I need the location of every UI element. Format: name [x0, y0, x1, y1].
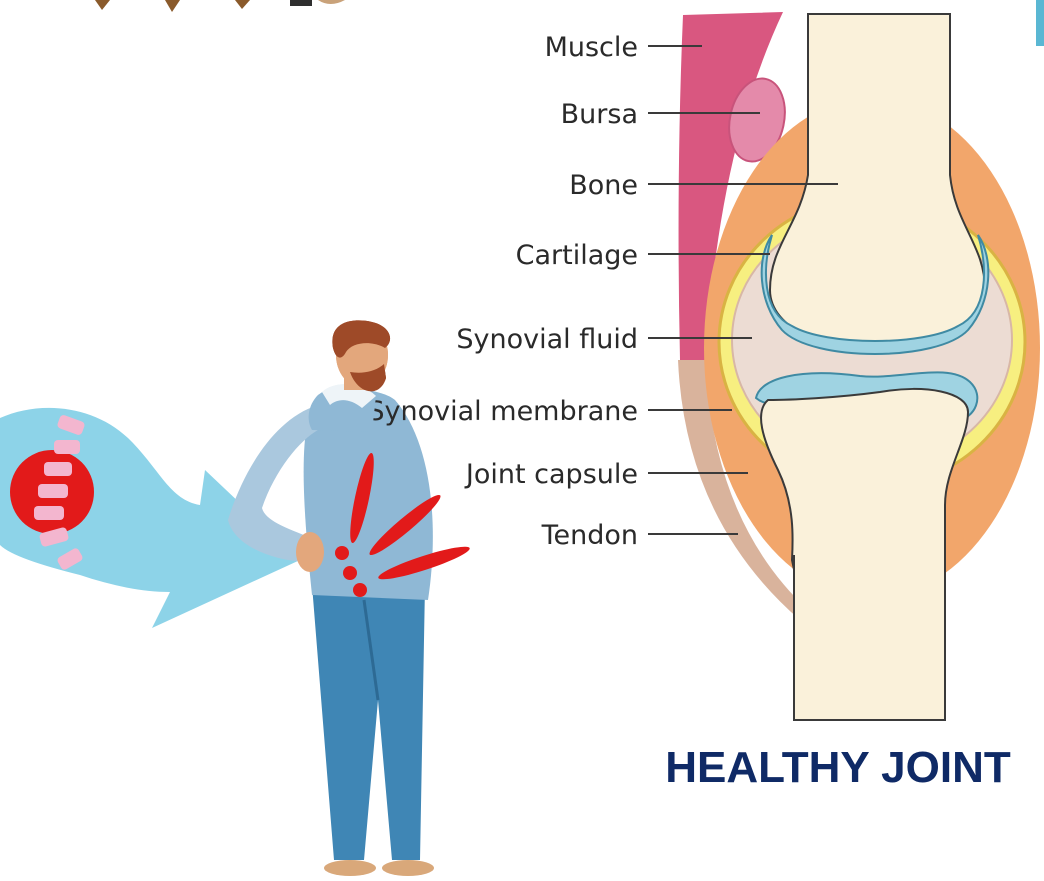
right-shoe [382, 860, 434, 876]
joint-diagram [678, 12, 1040, 720]
lower-bone-shaft [794, 555, 944, 720]
label-synovial-fluid: Synovial fluid [456, 324, 638, 355]
label-bone: Bone [569, 170, 638, 201]
diagram-title: HEALTHY JOINT [665, 743, 1011, 792]
label-synovial-membrane: Synovial membrane [367, 396, 638, 427]
label-cartilage: Cartilage [516, 240, 638, 271]
label-tendon: Tendon [541, 520, 638, 551]
left-shoe [324, 860, 376, 876]
hand [296, 532, 324, 572]
label-bursa: Bursa [561, 99, 638, 130]
label-muscle: Muscle [545, 32, 638, 63]
label-joint-capsule: Joint capsule [464, 459, 638, 490]
